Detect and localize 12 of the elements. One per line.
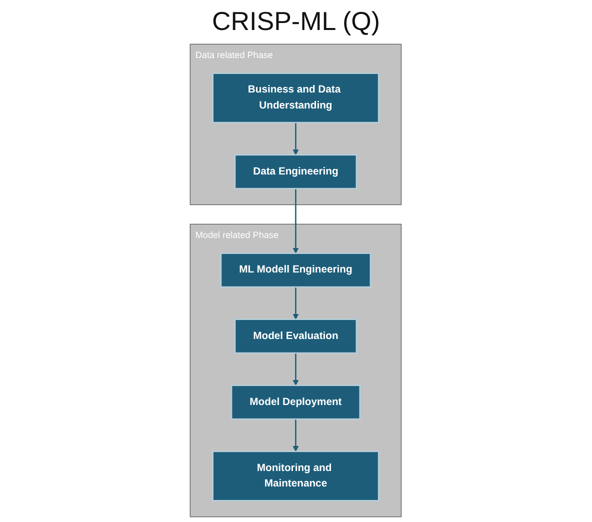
arrow — [293, 353, 299, 386]
node-box: Model Deployment — [231, 384, 361, 420]
node-box: ML Modell Engineering — [220, 252, 372, 288]
arrow — [293, 419, 299, 452]
arrow — [293, 188, 299, 254]
node-box: Business and Data Understanding — [212, 72, 380, 124]
diagram-label: CRISP-ML (Q) — [212, 6, 380, 37]
node-box: Model Evaluation — [234, 318, 358, 354]
arrow — [293, 122, 299, 156]
arrow — [293, 286, 299, 320]
node-box: Data Engineering — [234, 154, 358, 190]
node-box: Monitoring and Maintenance — [212, 450, 380, 502]
